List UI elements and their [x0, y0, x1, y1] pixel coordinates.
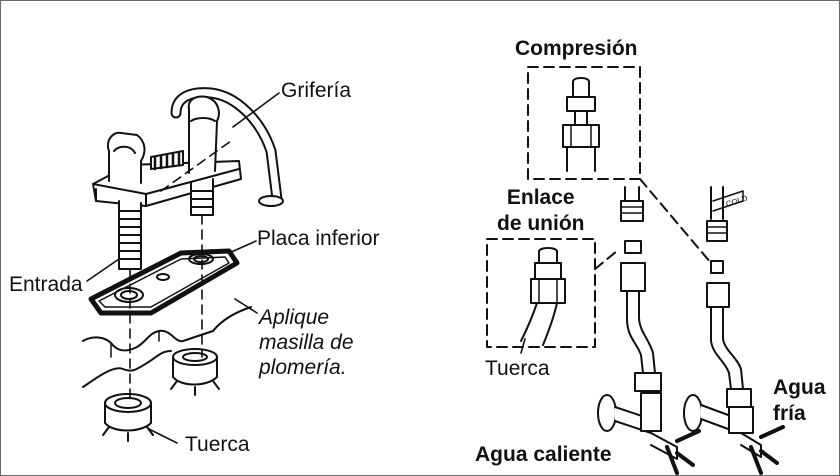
label-agua-caliente: Agua caliente	[475, 443, 612, 466]
hot-supply-line	[620, 186, 662, 392]
label-griferia: Grifería	[281, 79, 352, 102]
label-enlace-line2: de unión	[497, 212, 585, 235]
label-aplique: Aplique masilla de plomería.	[259, 305, 354, 380]
label-aplique-line1: Aplique	[259, 306, 330, 329]
alignment-lines	[129, 140, 232, 402]
label-agua-fria-line1: Agua	[773, 376, 826, 399]
compression-inset	[527, 66, 641, 180]
inset-connectors	[594, 178, 712, 270]
label-aplique-line3: plomería.	[259, 356, 347, 379]
label-enlace-de-union: Enlace de unión	[497, 185, 585, 237]
label-agua-fria-line2: fría	[773, 402, 806, 425]
label-tuerca-right: Tuerca	[485, 357, 550, 380]
label-tuerca-left: Tuerca	[185, 433, 250, 456]
mounting-nuts	[102, 348, 220, 442]
bottom-plate	[88, 248, 240, 316]
sink-deck-cutaway	[82, 306, 252, 388]
union-inset	[486, 238, 596, 348]
label-aplique-line2: masilla de	[259, 331, 354, 354]
hot-shutoff-valve	[597, 392, 701, 475]
leader-lines-left	[86, 92, 280, 444]
label-compresion: Compresión	[515, 37, 638, 60]
label-placa-inferior: Placa inferior	[257, 227, 380, 250]
label-agua-fria: Agua fría	[773, 375, 826, 427]
faucet-body	[92, 87, 284, 207]
cold-shutoff-valve	[683, 394, 785, 475]
cold-supply-line	[706, 186, 752, 408]
leader-lines-right	[520, 338, 526, 354]
label-entrada: Entrada	[9, 273, 83, 296]
label-enlace-line1: Enlace	[506, 186, 575, 209]
